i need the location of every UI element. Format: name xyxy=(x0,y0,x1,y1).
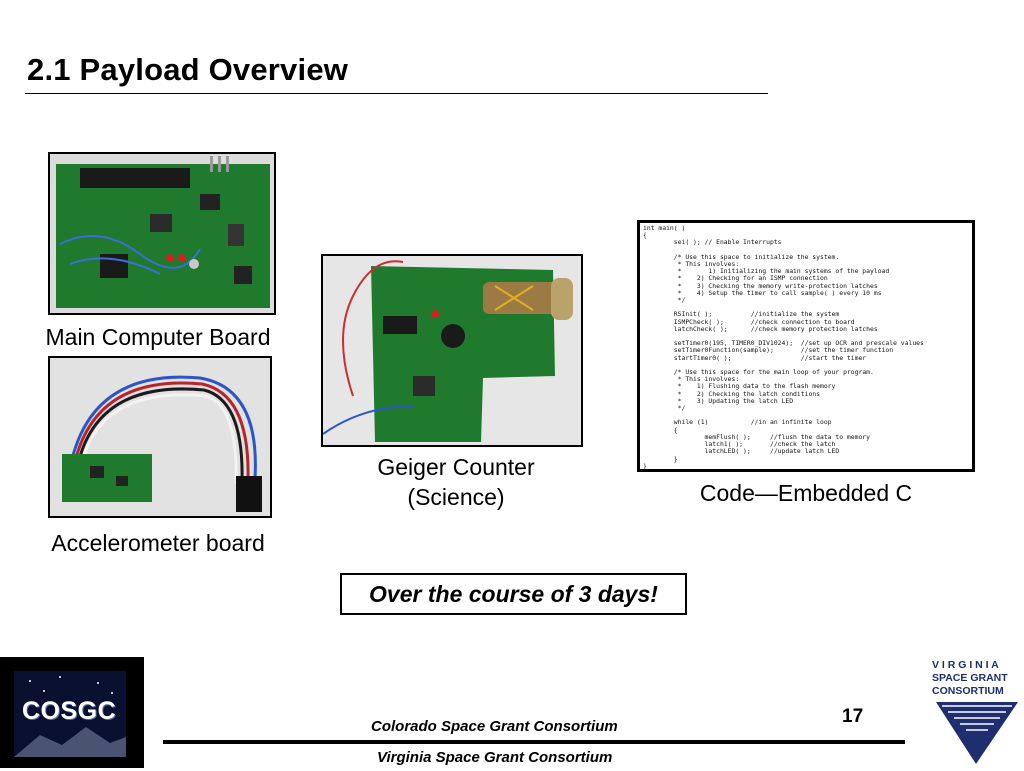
page-number: 17 xyxy=(842,706,864,727)
vsgc-logo: V I R G I N I A SPACE GRANT CONSORTIUM xyxy=(932,659,1022,768)
main-board-caption: Main Computer Board xyxy=(45,324,271,350)
title-divider xyxy=(25,93,768,94)
code-caption: Code—Embedded C xyxy=(699,480,913,506)
cosgc-logo-text: COSGC xyxy=(22,697,117,725)
vsgc-logo-line3: CONSORTIUM xyxy=(932,685,1004,697)
geiger-caption-line1: Geiger Counter xyxy=(377,454,535,480)
vsgc-logo-mark xyxy=(936,702,1018,764)
cosgc-logo: COSGC xyxy=(0,657,144,768)
vsgc-logo-line2: SPACE GRANT xyxy=(932,672,1008,684)
accelerometer-image xyxy=(50,358,270,516)
code-listing-panel: int main( ) { sei( ); // Enable Interrup… xyxy=(637,220,975,472)
accelerometer-caption: Accelerometer board xyxy=(51,530,265,556)
geiger-counter-image xyxy=(323,256,581,445)
main-board-image xyxy=(50,154,274,313)
footer-divider xyxy=(163,740,905,744)
geiger-counter-photo xyxy=(321,254,583,447)
footer-colorado: Colorado Space Grant Consortium xyxy=(371,718,618,735)
main-computer-board-photo xyxy=(48,152,276,315)
geiger-caption: Geiger Counter (Science) xyxy=(340,452,572,512)
geiger-caption-line2: (Science) xyxy=(407,484,505,510)
callout-box: Over the course of 3 days! xyxy=(340,573,687,615)
cosgc-logo-art xyxy=(0,657,144,768)
footer-virginia: Virginia Space Grant Consortium xyxy=(377,749,613,766)
vsgc-logo-line1: V I R G I N I A xyxy=(932,659,999,671)
accelerometer-board-photo xyxy=(48,356,272,518)
callout-text: Over the course of 3 days! xyxy=(369,580,658,607)
slide-title: 2.1 Payload Overview xyxy=(27,52,349,87)
code-listing: int main( ) { sei( ); // Enable Interrup… xyxy=(643,224,924,470)
